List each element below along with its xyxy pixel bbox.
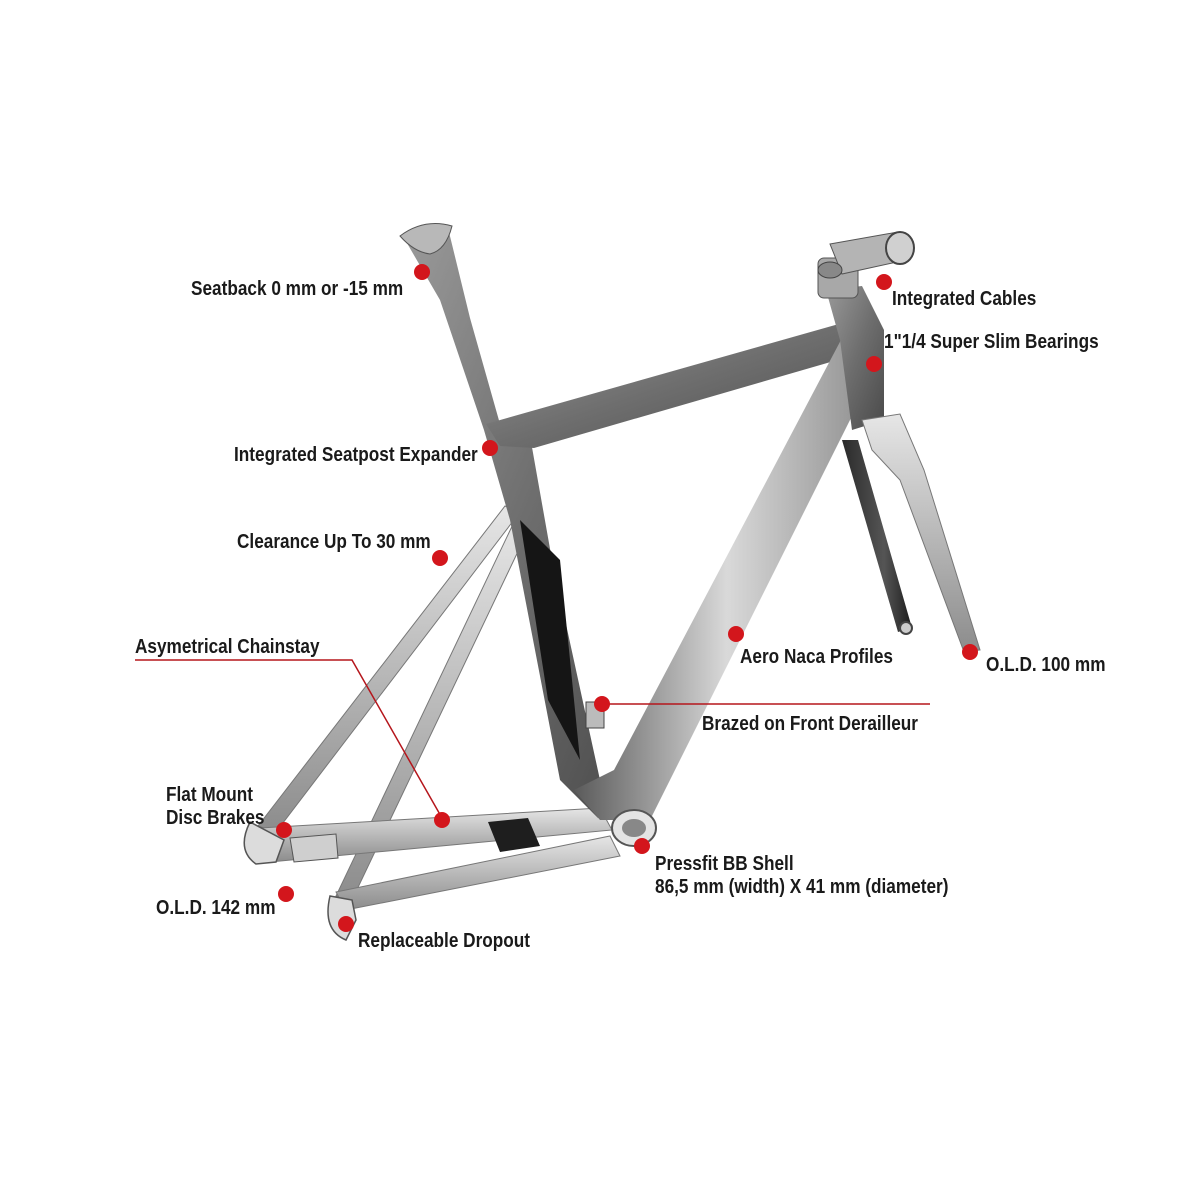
- marker-seatpost-expander: [482, 440, 498, 456]
- marker-chainstay: [434, 812, 450, 828]
- marker-clearance: [432, 550, 448, 566]
- marker-seatback: [414, 264, 430, 280]
- marker-old-front: [962, 644, 978, 660]
- marker-bb-shell: [634, 838, 650, 854]
- label-bb-shell: Pressfit BB Shell 86,5 mm (width) X 41 m…: [655, 853, 948, 899]
- chainstays: [259, 807, 621, 911]
- label-bearings: 1"1/4 Super Slim Bearings: [884, 331, 1099, 353]
- marker-integrated-cables: [876, 274, 892, 290]
- label-chainstay: Asymetrical Chainstay: [135, 636, 320, 658]
- marker-aero: [728, 626, 744, 642]
- label-integrated-cables: Integrated Cables: [892, 288, 1037, 310]
- marker-bearings: [866, 356, 882, 372]
- leader-lines: [135, 659, 930, 819]
- label-seatback: Seatback 0 mm or -15 mm: [191, 278, 404, 300]
- label-old-front: O.L.D. 100 mm: [986, 654, 1106, 676]
- top-tube: [486, 318, 872, 448]
- label-dropout: Replaceable Dropout: [358, 930, 531, 952]
- label-seatpost-expander: Integrated Seatpost Expander: [234, 444, 478, 466]
- fork-far-blade: [842, 440, 912, 632]
- chainstay-leader: [135, 659, 443, 819]
- head-tube-stem: [817, 231, 915, 430]
- label-flat-mount-line1: Flat Mount: [166, 784, 253, 806]
- label-flat-mount: Flat Mount Disc Brakes: [166, 784, 264, 830]
- down-tube: [574, 338, 880, 820]
- seat-tube: [399, 223, 640, 818]
- bottom-bracket-shell: [611, 809, 657, 847]
- label-old-rear: O.L.D. 142 mm: [156, 897, 276, 919]
- label-bb-shell-line2: 86,5 mm (width) X 41 mm (diameter): [655, 876, 949, 898]
- marker-flat-mount: [276, 822, 292, 838]
- label-bb-shell-line1: Pressfit BB Shell: [655, 853, 794, 875]
- label-front-derailleur: Brazed on Front Derailleur: [702, 713, 918, 735]
- marker-old-rear: [278, 886, 294, 902]
- marker-front-derailleur: [594, 696, 610, 712]
- label-clearance: Clearance Up To 30 mm: [237, 531, 431, 553]
- marker-dropout: [338, 916, 354, 932]
- label-aero: Aero Naca Profiles: [740, 646, 893, 668]
- callout-markers: [276, 264, 978, 932]
- label-flat-mount-line2: Disc Brakes: [166, 807, 265, 829]
